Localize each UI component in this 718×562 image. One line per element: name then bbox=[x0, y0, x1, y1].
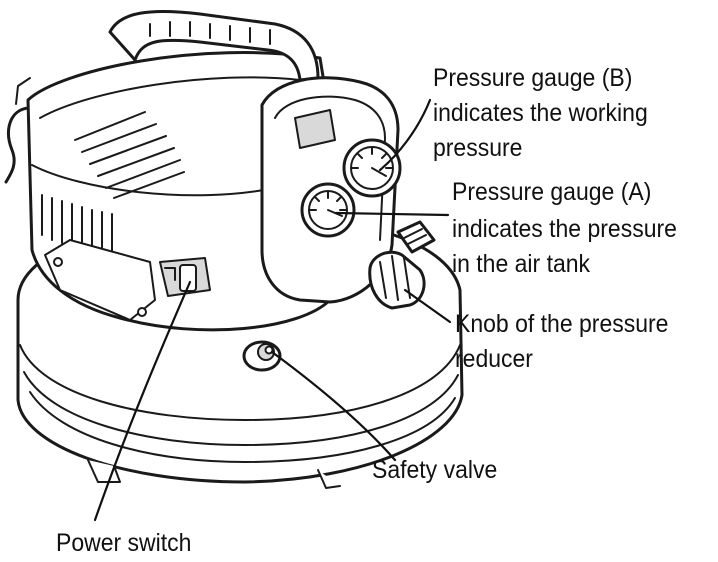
pressure-gauge-b bbox=[342, 138, 402, 198]
label-gauge-a-line1: Pressure gauge (A) bbox=[452, 178, 651, 206]
label-knob: Knob of the pressure reducer bbox=[455, 310, 668, 373]
label-knob-line2: reducer bbox=[455, 345, 533, 373]
label-pressure-gauge-b: Pressure gauge (B) indicates the working… bbox=[433, 64, 648, 162]
label-gauge-a-line3: in the air tank bbox=[452, 250, 591, 278]
vent-grille-top bbox=[74, 111, 185, 199]
label-gauge-b-line2: indicates the working bbox=[433, 99, 648, 127]
leader-power-switch bbox=[93, 280, 192, 522]
power-switch-unit bbox=[159, 257, 211, 297]
gauge-panel bbox=[260, 76, 402, 304]
motor-housing bbox=[4, 51, 337, 332]
leader-knob bbox=[403, 288, 452, 324]
label-gauge-b-line3: pressure bbox=[433, 134, 522, 162]
label-knob-line1: Knob of the pressure bbox=[455, 310, 668, 338]
label-gauge-a-line2: indicates the pressure bbox=[452, 215, 677, 243]
leader-safety-valve bbox=[270, 350, 397, 462]
pressure-gauge-a bbox=[300, 182, 356, 238]
outlet-coupler bbox=[396, 220, 436, 254]
label-safety-valve: Safety valve bbox=[372, 456, 497, 484]
leader-lines bbox=[93, 98, 452, 522]
label-power-switch: Power switch bbox=[56, 529, 191, 557]
leader-gauge-a bbox=[334, 211, 450, 217]
safety-valve bbox=[242, 340, 282, 372]
leader-gauge-b bbox=[378, 98, 432, 172]
label-gauge-b-line1: Pressure gauge (B) bbox=[433, 64, 632, 92]
label-pressure-gauge-a: Pressure gauge (A) indicates the pressur… bbox=[452, 178, 677, 278]
vent-grille-side bbox=[41, 194, 113, 257]
